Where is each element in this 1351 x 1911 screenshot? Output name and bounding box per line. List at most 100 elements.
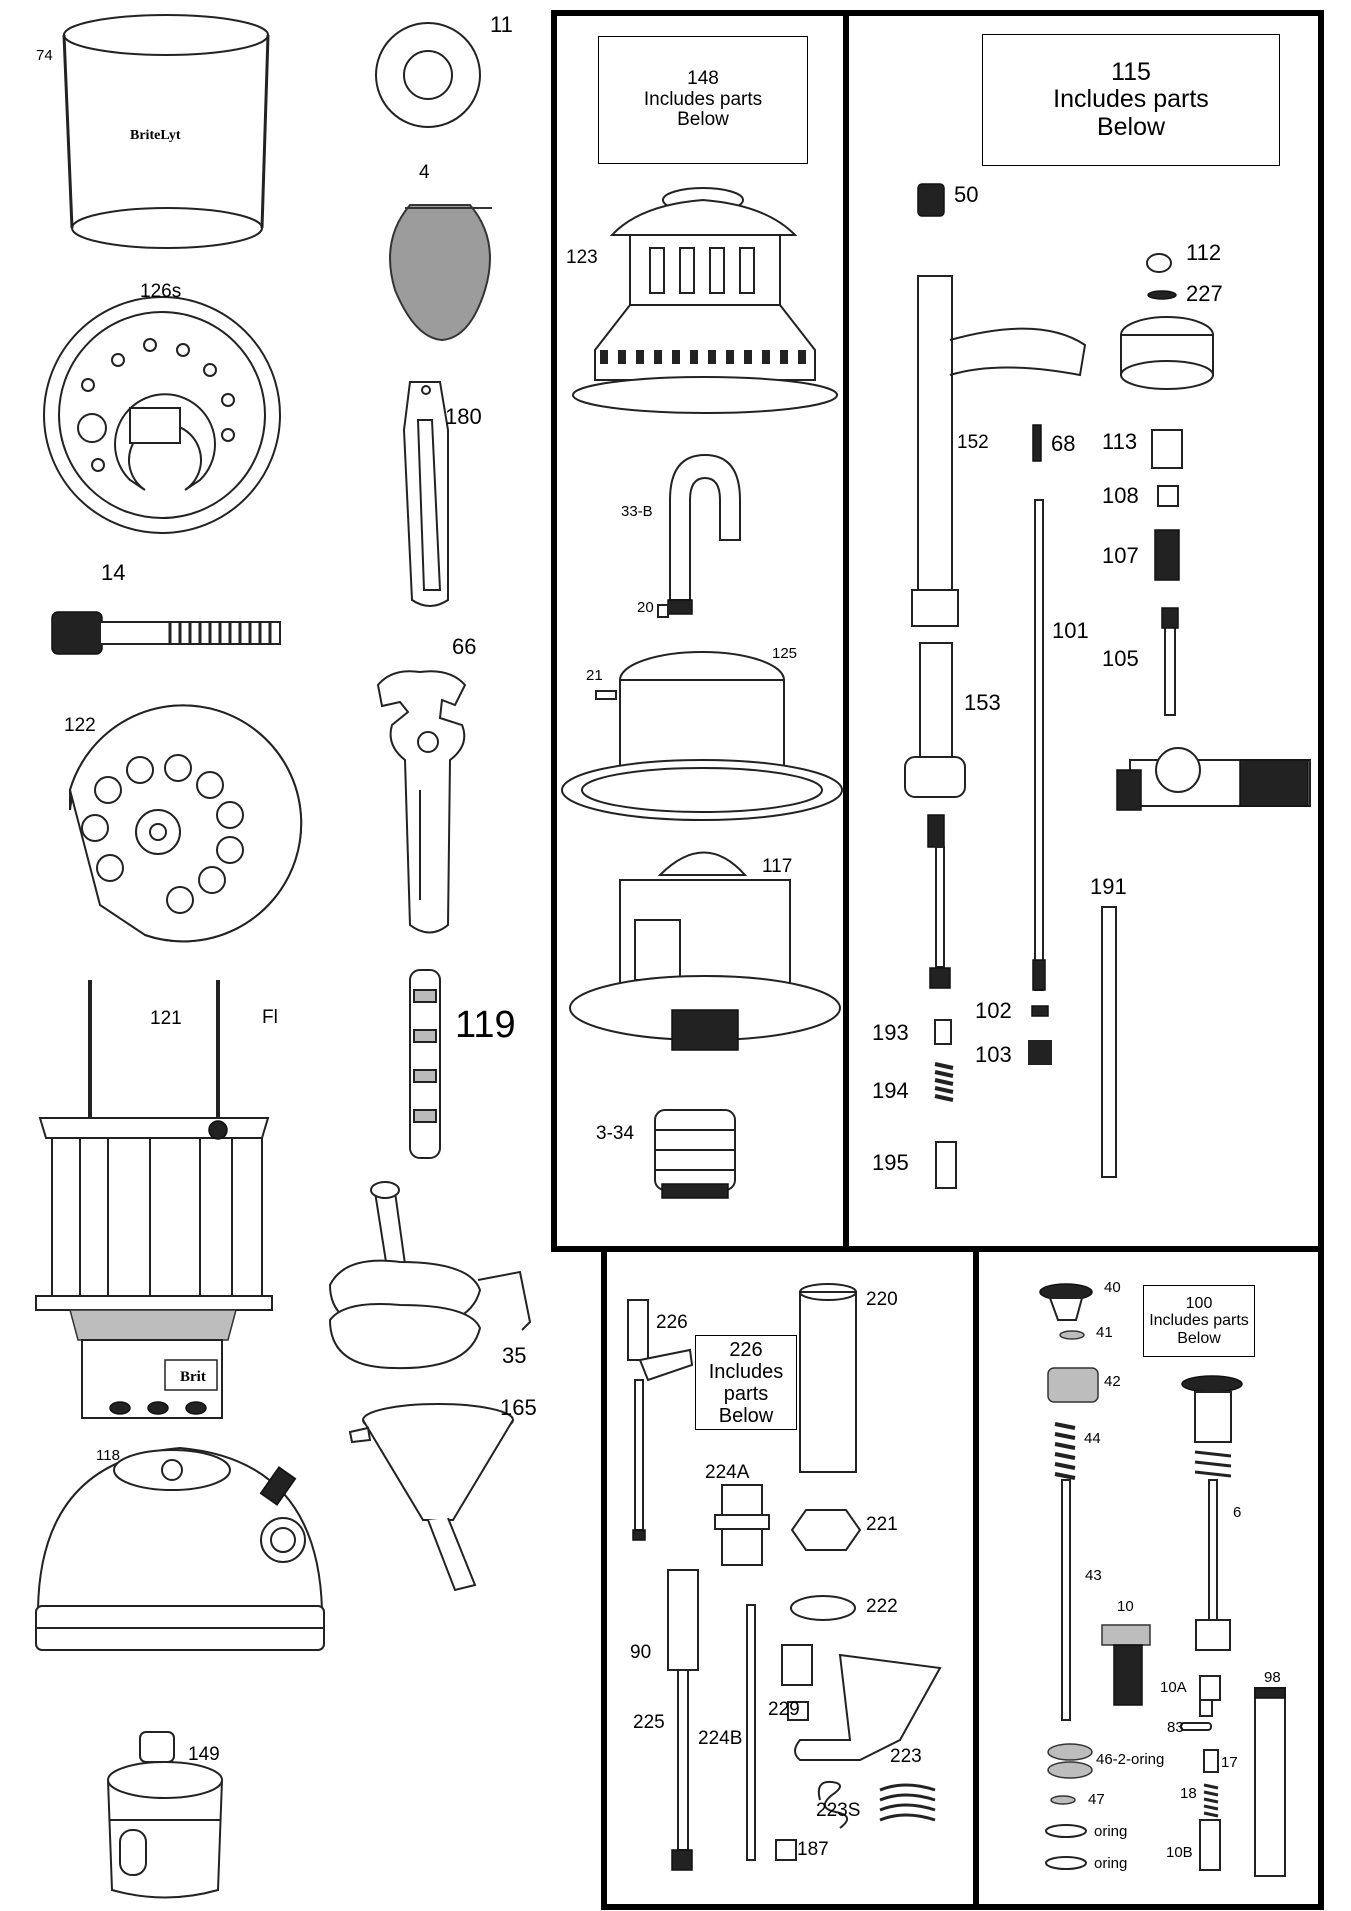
note-226: 226 Includes parts Below — [695, 1335, 797, 1430]
part-label-oring-1: oring — [1094, 1823, 1128, 1840]
part-label-224b: 224B — [698, 1728, 743, 1749]
note-100-line-3: Below — [1177, 1329, 1221, 1347]
part-label-191: 191 — [1090, 874, 1127, 899]
plate-122-drawing — [68, 704, 303, 943]
part-label-68: 68 — [1051, 431, 1076, 456]
panel-226-drawings — [627, 1283, 942, 1871]
part-label-43: 43 — [1085, 1567, 1102, 1584]
part-label-122: 122 — [64, 715, 96, 736]
burner-brand-text: Brit — [180, 1369, 206, 1385]
note-148-line-2: Includes parts — [643, 88, 763, 110]
part-label-44: 44 — [1084, 1430, 1101, 1447]
part-label-153: 153 — [964, 690, 1001, 715]
frame-drawing — [35, 980, 273, 1419]
pump-drawing — [106, 1731, 224, 1899]
part-label-46-2-oring: 46-2-oring — [1096, 1751, 1165, 1768]
part-label-47: 47 — [1088, 1791, 1105, 1808]
panel-148-drawings — [561, 187, 843, 1199]
note-148-line-1: 148 — [687, 67, 719, 89]
part-label-149: 149 — [188, 1744, 220, 1765]
part-label-74: 74 — [36, 47, 53, 64]
frame-cut-text: Fl — [262, 1007, 278, 1028]
part-label-221: 221 — [866, 1514, 898, 1535]
note-100: 100 Includes parts Below — [1143, 1285, 1255, 1357]
part-label-42: 42 — [1104, 1373, 1121, 1390]
tank-drawing — [35, 1446, 325, 1651]
part-label-108: 108 — [1102, 483, 1139, 508]
panel-115-drawings — [904, 183, 1311, 1189]
part-label-227: 227 — [1186, 281, 1223, 306]
clip-drawing — [402, 381, 449, 607]
globe-brand-text: BriteLyt — [130, 128, 181, 143]
note-226-line-1: 226 — [729, 1338, 763, 1361]
part-label-20: 20 — [637, 599, 654, 616]
note-115: 115 Includes parts Below — [982, 34, 1280, 166]
part-label-90: 90 — [630, 1642, 652, 1663]
part-label-118: 118 — [96, 1447, 120, 1464]
part-label-152: 152 — [957, 432, 989, 453]
part-label-126s: 126s — [140, 281, 182, 302]
part-label-10b: 10B — [1166, 1844, 1193, 1861]
part-label-113: 113 — [1102, 429, 1138, 454]
part-label-21: 21 — [586, 667, 603, 684]
part-label-107: 107 — [1102, 543, 1139, 568]
part-label-125: 125 — [772, 645, 798, 662]
needle-drawing — [409, 969, 441, 1159]
part-label-165: 165 — [500, 1395, 537, 1420]
part-label-102: 102 — [975, 998, 1012, 1023]
part-label-4: 4 — [419, 162, 430, 183]
holder-drawing — [328, 1181, 532, 1370]
part-label-180: 180 — [445, 404, 482, 429]
note-226-line-2: Includes — [708, 1360, 784, 1383]
part-label-195: 195 — [872, 1150, 909, 1175]
plate-126s-drawing — [43, 296, 281, 534]
note-100-line-1: 100 — [1185, 1294, 1213, 1312]
part-label-3-34: 3-34 — [596, 1123, 635, 1144]
part-label-105: 105 — [1102, 646, 1139, 671]
part-label-117: 117 — [762, 856, 793, 877]
part-label-50: 50 — [954, 182, 979, 207]
panel-100-drawings — [1039, 1283, 1286, 1877]
note-148-line-3: Below — [677, 109, 729, 131]
globe-drawing — [62, 14, 270, 249]
part-label-225: 225 — [633, 1712, 665, 1733]
part-label-112: 112 — [1186, 240, 1222, 265]
part-label-123: 123 — [566, 247, 598, 268]
part-label-41: 41 — [1096, 1324, 1113, 1341]
panel-100 — [973, 1246, 1324, 1910]
part-label-83: 83 — [1167, 1719, 1184, 1736]
part-label-66: 66 — [452, 634, 477, 659]
part-label-35: 35 — [502, 1343, 527, 1368]
note-226-line-4: Below — [718, 1404, 774, 1427]
part-label-18: 18 — [1180, 1785, 1197, 1802]
part-label-222: 222 — [866, 1596, 898, 1617]
screw-drawing — [51, 611, 281, 655]
note-226-line-3: parts — [723, 1382, 769, 1405]
note-100-line-2: Includes parts — [1149, 1312, 1249, 1330]
funnel-drawing — [348, 1403, 514, 1592]
part-label-11: 11 — [490, 12, 513, 37]
note-148: 148 Includes parts Below — [598, 36, 808, 164]
part-label-40: 40 — [1104, 1279, 1121, 1296]
part-label-17: 17 — [1221, 1754, 1238, 1771]
note-115-line-3: Below — [1096, 112, 1166, 141]
mantle-drawing — [389, 204, 492, 342]
part-label-oring-2: oring — [1094, 1855, 1128, 1872]
part-label-6: 6 — [1233, 1504, 1242, 1521]
part-label-98: 98 — [1264, 1669, 1281, 1686]
part-label-33b: 33-B — [621, 503, 653, 520]
part-label-187: 187 — [797, 1839, 829, 1860]
part-label-229: 229 — [768, 1699, 800, 1720]
part-label-223s: 223S — [816, 1800, 861, 1821]
panel-148 — [551, 10, 849, 1252]
part-label-194: 194 — [872, 1078, 909, 1103]
wrench-drawing — [376, 670, 467, 934]
part-label-10: 10 — [1117, 1598, 1134, 1615]
part-label-101: 101 — [1052, 618, 1089, 643]
part-label-10a: 10A — [1160, 1679, 1187, 1696]
part-label-226: 226 — [656, 1312, 688, 1333]
part-label-193: 193 — [872, 1020, 909, 1045]
part-label-121: 121 — [150, 1008, 182, 1029]
